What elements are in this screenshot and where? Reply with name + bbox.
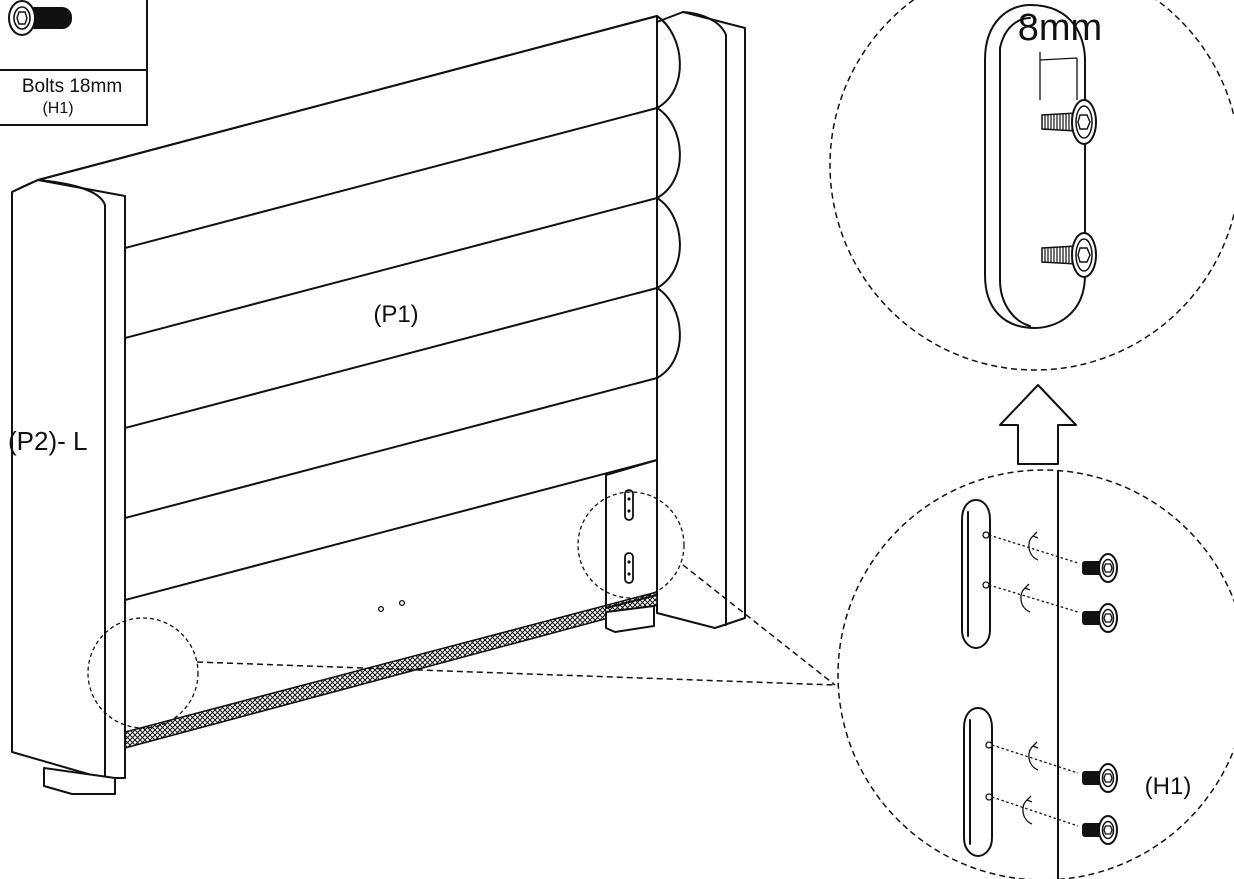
hex-socket-bolt-icon — [8, 0, 72, 36]
measurement-label: 8mm — [1018, 7, 1102, 49]
detail-circle-right — [577, 491, 685, 599]
hardware-callout-label: (H1) — [1145, 773, 1192, 800]
hardware-legend-box: Bolts 18mm (H1) — [0, 0, 148, 126]
legend-part-name: Bolts 18mm — [22, 76, 122, 97]
measurement-detail: 8mm — [829, 0, 1234, 371]
legend-part-code: (H1) — [42, 100, 73, 117]
bolt-insertion-detail: (H1) — [837, 469, 1234, 879]
up-arrow-icon — [999, 384, 1077, 465]
right-end-post — [656, 11, 746, 629]
detail-circle-left — [87, 617, 199, 729]
left-end-post — [11, 179, 126, 795]
panel-center-label: (P1) — [373, 301, 418, 328]
headboard-panel — [37, 15, 681, 749]
panel-left-label: (P2)- L — [8, 426, 87, 456]
